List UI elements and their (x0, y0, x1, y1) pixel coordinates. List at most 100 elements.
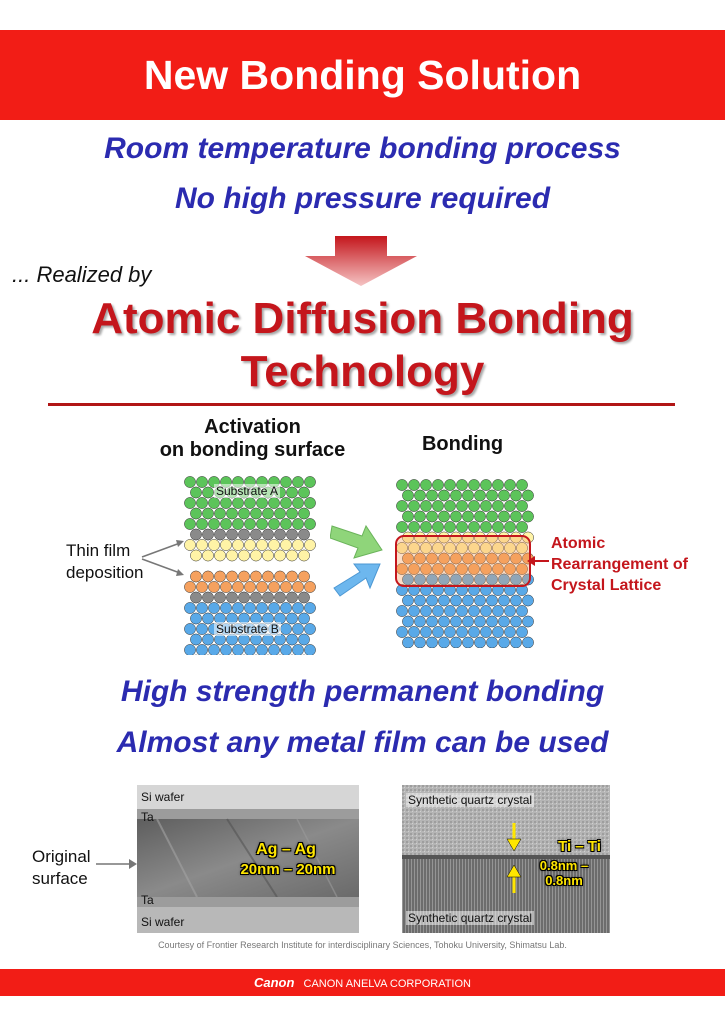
lattice-atom (280, 518, 292, 530)
lattice-atom (280, 581, 292, 593)
lattice-atom (298, 612, 310, 625)
lattice-atom (298, 633, 310, 646)
lattice-atom (226, 507, 238, 520)
lattice-atom (190, 507, 202, 520)
lattice-atom (438, 552, 450, 565)
lattice-atom (420, 521, 432, 533)
lattice-atom (280, 602, 292, 614)
lattice-atom (408, 563, 420, 575)
lattice-atom (232, 497, 244, 509)
lattice-atom (432, 563, 444, 575)
lattice-atom (190, 633, 202, 646)
lattice-atom (510, 594, 522, 607)
original-surface-label: Original surface (32, 847, 91, 888)
lattice-atom (456, 605, 468, 617)
lattice-atom (292, 644, 304, 655)
lattice-atom (492, 626, 504, 638)
lattice-atom (262, 591, 274, 604)
lattice-atom (444, 500, 456, 512)
lattice-atom (208, 581, 220, 593)
benefit-line-2: Almost any metal film can be used (116, 726, 609, 759)
lattice-atom (220, 497, 232, 509)
lattice-atom (298, 507, 310, 520)
lattice-atom (214, 570, 226, 583)
lattice-atom (432, 584, 444, 596)
lattice-atom (286, 507, 298, 520)
lattice-atom (522, 510, 534, 523)
lattice-atom (214, 591, 226, 604)
lattice-atom (408, 626, 420, 638)
lattice-atom (432, 626, 444, 638)
lattice-atom (280, 497, 292, 509)
lattice-atom (480, 584, 492, 596)
lattice-atom (220, 539, 232, 551)
lattice-atom (238, 507, 250, 520)
lattice-atom (232, 581, 244, 593)
lattice-atom (226, 570, 238, 583)
technology-title-line-1: Atomic Diffusion Bonding (91, 294, 634, 343)
lattice-atom (286, 633, 298, 646)
lattice-atom (268, 539, 280, 551)
lattice-after-bonding (395, 479, 534, 648)
lattice-atom (486, 510, 498, 523)
si-wafer-top-label: Si wafer (141, 790, 185, 804)
lattice-atom (438, 636, 450, 648)
lattice-atom (486, 531, 498, 544)
quartz-top-label: Synthetic quartz crystal (406, 793, 535, 807)
substrate-a-label: Substrate A (214, 484, 281, 498)
lattice-atom (522, 615, 534, 628)
lattice-atom (274, 528, 286, 541)
lattice-atom (280, 623, 292, 635)
lattice-atom (504, 521, 516, 533)
lattice-atom (268, 581, 280, 593)
lattice-atom (262, 528, 274, 541)
lattice-atom (474, 636, 486, 648)
lattice-atom (226, 549, 238, 562)
lattice-atom (510, 615, 522, 628)
lattice-atom (414, 636, 426, 648)
header-band: New Bonding Solution (0, 30, 725, 120)
lattice-atom (202, 633, 214, 646)
lattice-atom (468, 500, 480, 512)
lattice-atom (420, 479, 432, 491)
lattice-before-bonding (184, 476, 316, 655)
tem-photo-ag: Si wafer Ta Ag – Ag 20nm – 20nm Ta Si wa… (137, 785, 359, 933)
lattice-atom (456, 584, 468, 596)
lattice-atom (402, 615, 414, 628)
lattice-atom (402, 531, 414, 544)
lattice-atom (262, 570, 274, 583)
interface-arrows-icon (506, 823, 522, 893)
lattice-atom (504, 626, 516, 638)
lattice-atom (196, 602, 208, 614)
lattice-atom (232, 602, 244, 614)
lattice-atom (286, 486, 298, 499)
lattice-atom (468, 521, 480, 533)
lattice-atom (196, 476, 208, 488)
lattice-atom (420, 563, 432, 575)
lattice-atom (510, 510, 522, 523)
lattice-atom (262, 507, 274, 520)
thin-film-pointer-icon (141, 540, 184, 576)
lattice-atom (516, 605, 528, 617)
lattice-atom (202, 612, 214, 625)
si-wafer-bottom-label: Si wafer (141, 915, 185, 929)
lattice-atom (196, 497, 208, 509)
substrate-b-label: Substrate B (214, 622, 281, 636)
lattice-atom (292, 476, 304, 488)
tem-photo-ti: Synthetic quartz crystal Ti – Ti 0.8nm –… (402, 785, 610, 933)
lattice-atom (214, 507, 226, 520)
lattice-atom (298, 591, 310, 604)
lattice-atom (196, 539, 208, 551)
lattice-atom (456, 626, 468, 638)
lattice-atom (408, 500, 420, 512)
lattice-atom (462, 615, 474, 628)
lattice-atom (414, 594, 426, 607)
lattice-atom (304, 644, 316, 655)
lattice-atom (444, 584, 456, 596)
lattice-atom (280, 476, 292, 488)
lattice-atom (492, 563, 504, 575)
lattice-atom (474, 615, 486, 628)
lattice-atom (510, 636, 522, 648)
lattice-atom (196, 581, 208, 593)
lattice-atom (486, 489, 498, 502)
